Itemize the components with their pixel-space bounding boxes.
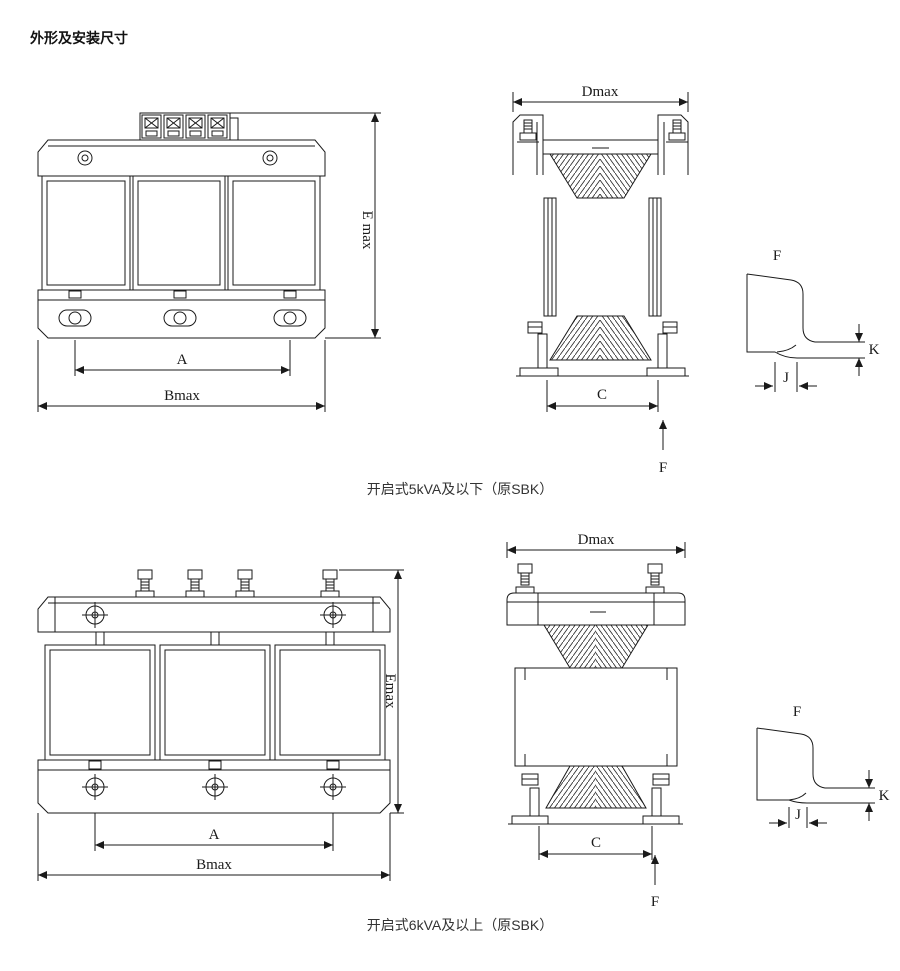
terminal-block [139,112,239,141]
stud-bolts [135,569,340,598]
coil-end-bottom [545,765,647,809]
dimension-bmax: Bmax [37,340,326,412]
dim-label-f: F [651,894,659,910]
dim-label-k: K [869,342,880,358]
dim-label-dmax: Dmax [578,532,615,548]
foot-detail-small: F K J [746,248,880,392]
dim-label-j: J [783,370,789,386]
dimension-c: C [546,380,659,412]
mounting-feet [516,333,689,377]
page-title: 外形及安装尺寸 [30,30,128,46]
f-direction-arrow: F [651,855,659,910]
dim-label-c: C [591,835,601,851]
stud-bolts [515,563,665,594]
dimension-a: A [94,813,334,851]
dimension-emax: Emax [339,569,404,814]
detail-label-f: F [793,704,801,720]
coil-end-top [549,153,652,199]
coil-end-bottom [549,315,652,361]
dim-label-bmax: Bmax [164,388,200,404]
front-view-large-transformer: A Bmax Emax [37,569,404,881]
base-plate [37,759,391,814]
detail-label-f: F [773,248,781,264]
foot-bracket-profile [756,727,849,804]
foot-bracket-profile [746,273,839,359]
dim-label-k: K [879,788,890,804]
coil-body [514,667,678,767]
dimension-j: J [769,807,827,828]
top-clamp [512,114,689,175]
coil-end-top [543,624,649,669]
dim-label-emax: E max [359,211,375,250]
clamp-bolts-bottom [527,321,678,334]
coil-windings [41,175,321,291]
clamp-bolts-bottom [521,773,670,786]
dimension-k: K [849,770,890,821]
foot-detail-large: F K J [756,704,890,828]
dimension-bmax: Bmax [37,813,391,881]
dim-label-emax: Emax [382,674,398,709]
mounting-feet [508,787,683,825]
side-view-small-transformer: Dmax [512,84,689,476]
dim-label-c: C [597,387,607,403]
coil-windings [44,632,386,761]
dim-label-bmax: Bmax [196,857,232,873]
dim-label-j: J [795,807,801,823]
dimension-c: C [538,826,653,860]
front-view-small-transformer: A Bmax E max [37,112,381,412]
dimension-dmax: Dmax [512,84,689,112]
side-view-large-transformer: Dmax [506,532,686,910]
dimension-j: J [755,362,817,392]
core-rails [543,197,662,317]
figure-small-caption: 开启式5kVA及以下（原SBK） [366,481,554,497]
dim-label-a: A [177,352,188,368]
dimension-emax: E max [230,112,381,339]
dimension-k: K [839,324,880,376]
top-clamp-plate [37,139,326,177]
dimension-a: A [74,340,291,376]
f-direction-arrow: F [659,420,667,476]
base-plate [37,289,326,339]
top-clamp [506,592,686,626]
figure-large-caption: 开启式6kVA及以上（原SBK） [366,917,554,933]
dim-label-f: F [659,460,667,476]
dim-label-a: A [209,827,220,843]
top-clamp-plate [37,596,391,633]
dimension-dmax: Dmax [506,532,686,558]
dim-label-dmax: Dmax [582,84,619,100]
